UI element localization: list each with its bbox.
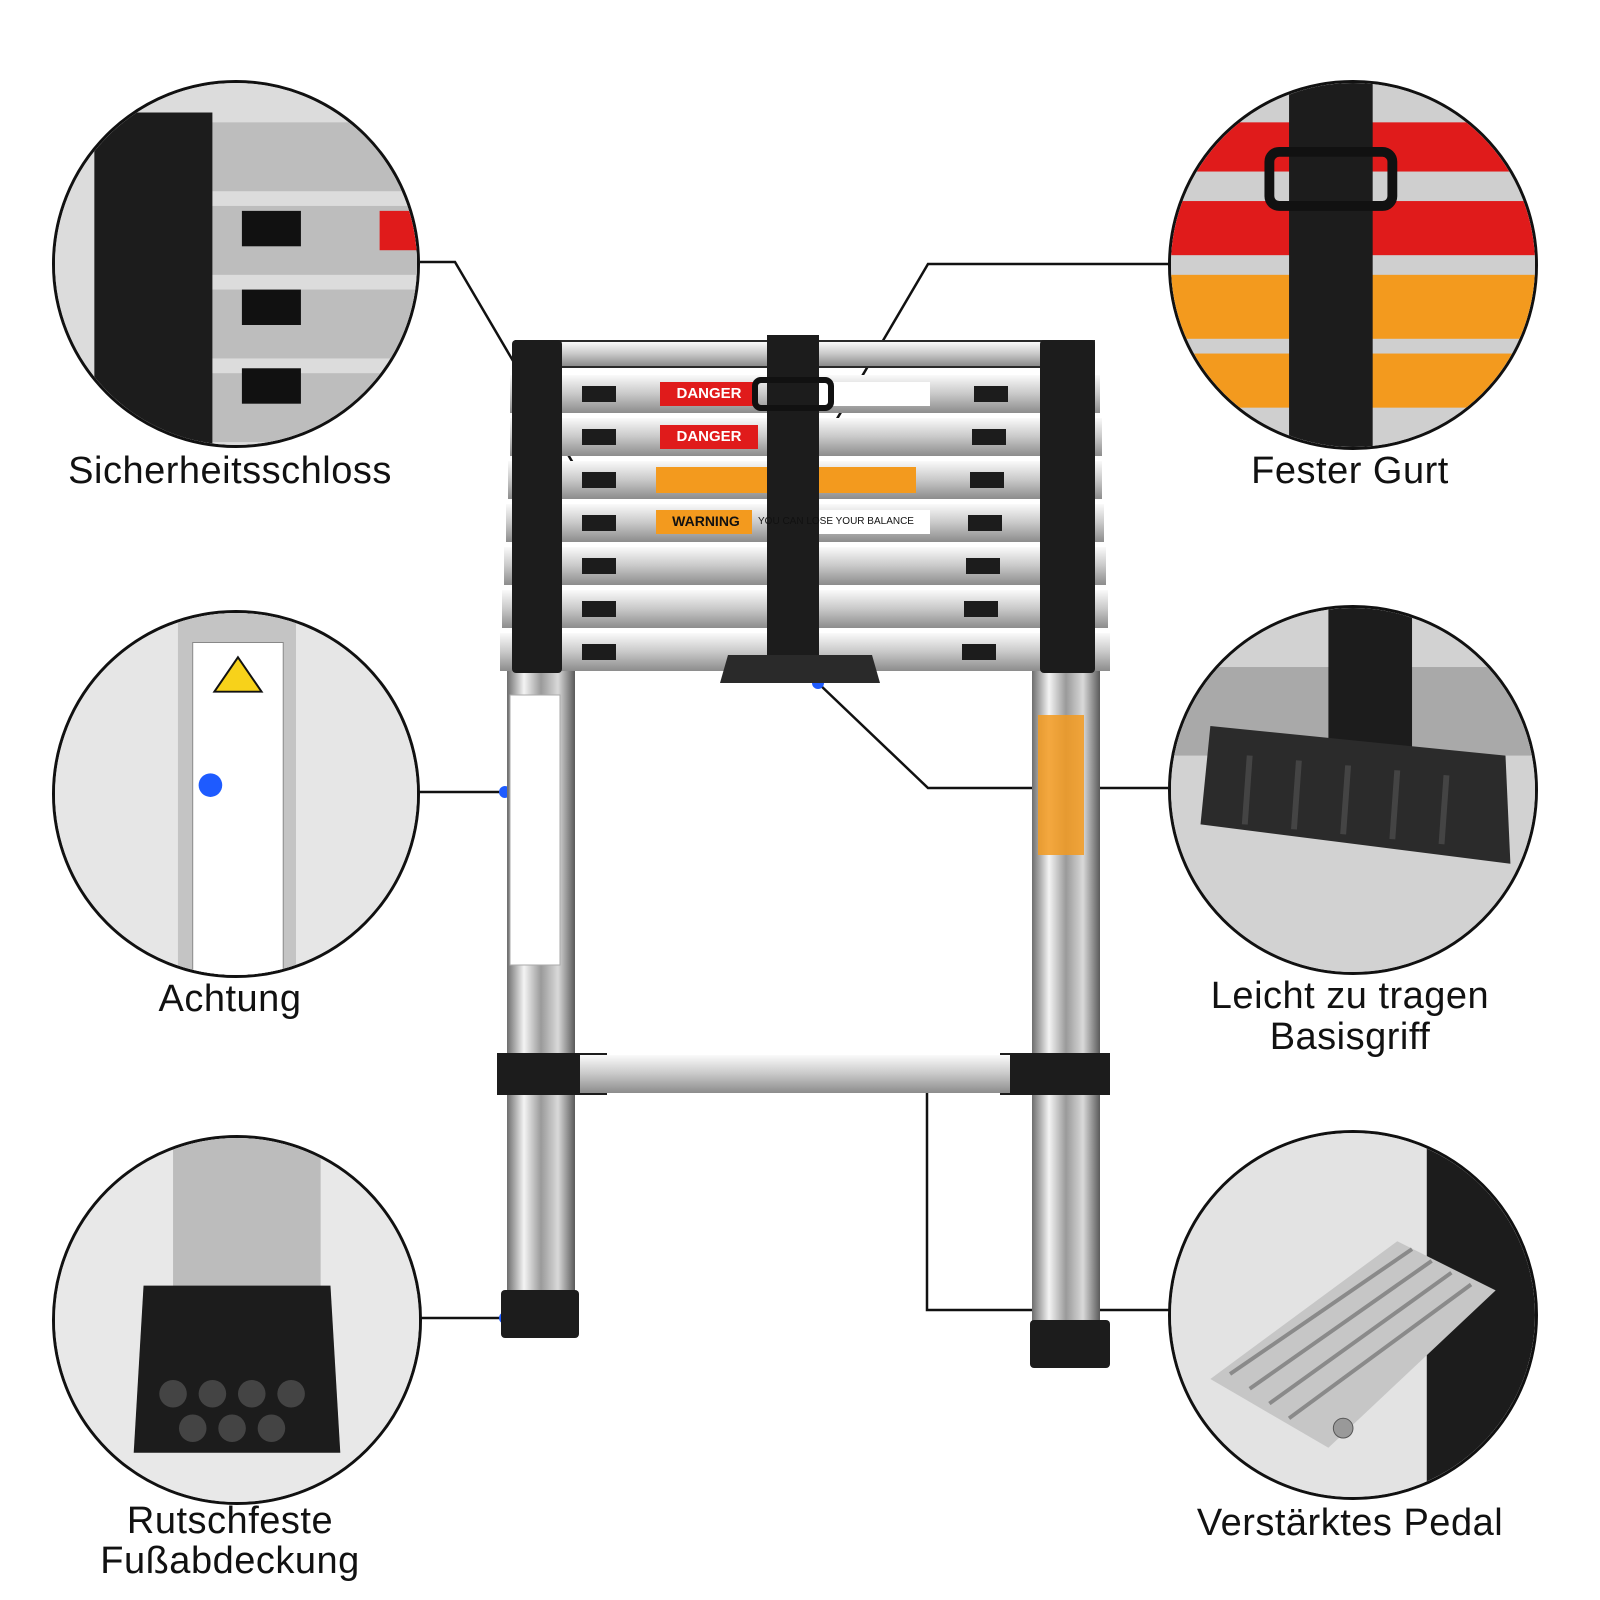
detail-fixed-strap [1168, 80, 1538, 450]
detail-reinforced-pedal [1168, 1130, 1538, 1500]
label-carry-line1: Leicht zu tragen [1210, 975, 1490, 1017]
base-handle [720, 655, 880, 683]
label-foot-line2: Fußabdeckung [100, 1540, 360, 1582]
label-carry-line2: Basisgriff [1269, 1016, 1431, 1058]
strap [767, 335, 819, 657]
label-foot-line1: Rutschfeste [126, 1500, 334, 1542]
detail-foot-cover [52, 1135, 422, 1505]
label-pedal: Verstärktes Pedal [1196, 1502, 1504, 1544]
detail-base-handle [1168, 605, 1538, 975]
danger-sign-2: DANGER [676, 428, 742, 445]
label-fixed-strap: Fester Gurt [1251, 450, 1449, 492]
label-attention: Achtung [158, 978, 302, 1020]
foot-cap-left [501, 1290, 579, 1338]
danger-sign-1: DANGER [676, 385, 742, 402]
detail-safety-lock [52, 80, 420, 448]
lose-balance-text: YOU CAN LOSE YOUR BALANCE [758, 516, 914, 527]
foot-cap-right [1030, 1320, 1110, 1368]
detail-attention [52, 610, 420, 978]
warning-sign: WARNING [672, 513, 740, 529]
label-safety-lock: Sicherheitsschloss [68, 450, 392, 492]
